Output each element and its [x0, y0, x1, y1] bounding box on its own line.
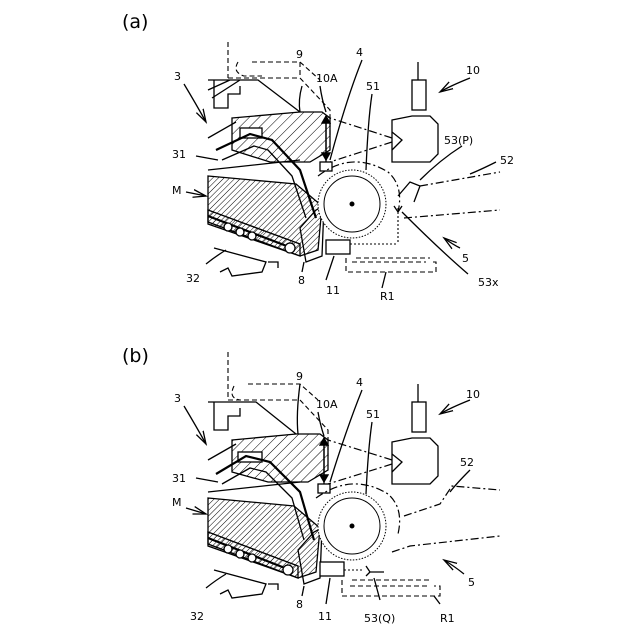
sensor-11 — [326, 240, 350, 254]
ref-10: 10 — [466, 388, 480, 401]
ref-53x: 53x — [478, 276, 499, 289]
ref-11: 11 — [326, 284, 340, 297]
panel-label: (b) — [122, 345, 149, 367]
element-4 — [320, 162, 332, 171]
cover-top-outline — [236, 62, 262, 76]
ref-11: 11 — [318, 610, 332, 623]
camera-10 — [392, 62, 438, 162]
ref-51: 51 — [366, 408, 380, 421]
conveyor-lower-frame — [214, 570, 278, 598]
roller — [236, 228, 244, 236]
roller — [283, 565, 293, 575]
ref-9: 9 — [296, 370, 303, 383]
ref-5: 5 — [468, 576, 475, 589]
ref-32: 32 — [186, 272, 200, 285]
brush-51 — [318, 170, 386, 238]
roller — [224, 545, 232, 553]
cover-top-outline — [232, 386, 240, 400]
ref-8: 8 — [298, 274, 305, 287]
roller — [248, 554, 256, 562]
ref-51: 51 — [366, 80, 380, 93]
line-52-upper — [420, 172, 500, 186]
sensor-11 — [320, 562, 344, 576]
ref-5: 5 — [462, 252, 469, 265]
ref-8: 8 — [296, 598, 303, 611]
ref-31: 31 — [172, 472, 186, 485]
roller — [236, 550, 244, 558]
ref-52: 52 — [460, 456, 474, 469]
frame-3 — [208, 80, 300, 112]
rail-R1 — [342, 580, 440, 596]
ref-4: 4 — [356, 46, 363, 59]
ref-M: M — [172, 496, 182, 509]
ref-31: 31 — [172, 148, 186, 161]
ref-R1: R1 — [380, 290, 395, 303]
ref-9: 9 — [296, 48, 303, 61]
line-52-lower — [392, 536, 500, 552]
rail-R1 — [346, 258, 436, 272]
line-52-upper — [404, 486, 500, 516]
brush-51 — [318, 492, 386, 560]
frame-3 — [208, 402, 296, 434]
ref-32: 32 — [190, 610, 204, 623]
ref-10: 10 — [466, 64, 480, 77]
roller — [224, 223, 232, 231]
body-52-edge — [398, 182, 420, 202]
ref-M: M — [172, 184, 182, 197]
element-4 — [318, 484, 330, 493]
ref-4: 4 — [356, 376, 363, 389]
point-53q — [366, 566, 384, 576]
ref-3: 3 — [174, 392, 181, 405]
ref-10A: 10A — [316, 398, 338, 411]
line-52-lower — [404, 210, 500, 218]
panel-a: (a) — [122, 11, 514, 303]
ref-53: 53(P) — [444, 134, 473, 147]
camera-view-lines — [328, 440, 392, 484]
ref-52: 52 — [500, 154, 514, 167]
roller — [285, 243, 295, 253]
ref-3: 3 — [174, 70, 181, 83]
camera-10 — [392, 384, 438, 484]
ref-R1: R1 — [440, 612, 455, 625]
panel-b: (b) — [122, 345, 500, 625]
ref-10A: 10A — [316, 72, 338, 85]
panel-label: (a) — [122, 11, 148, 33]
roller — [248, 232, 256, 240]
ref-53: 53(Q) — [364, 612, 395, 625]
